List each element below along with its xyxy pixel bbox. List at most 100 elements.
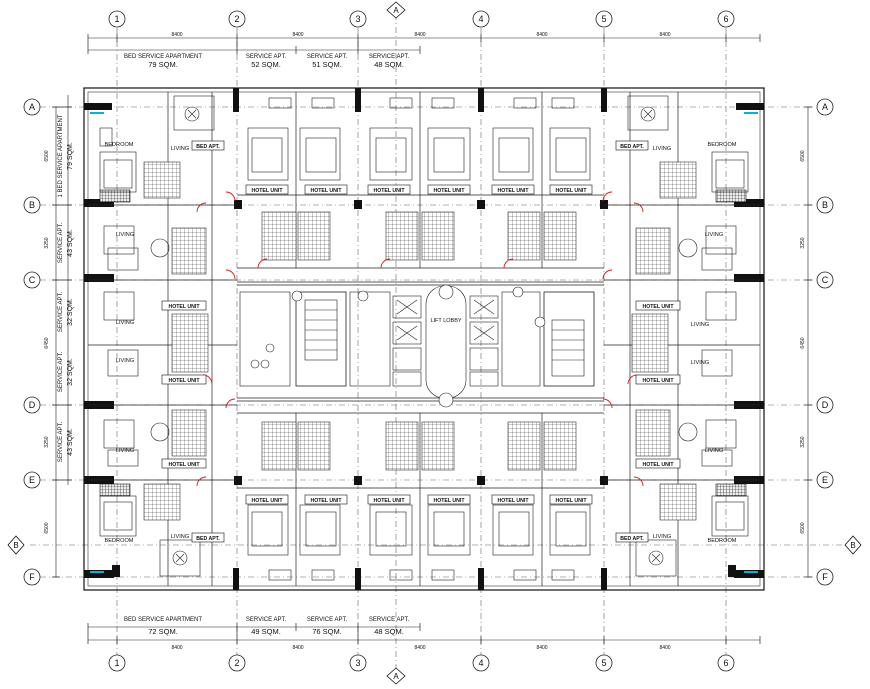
header-bottom-3-name: SERVICE APT. [307,617,348,623]
room-label-living: LIVING [171,146,189,152]
grid-row-f-left: F [29,572,35,582]
tag-hotel-unit: HOTEL UNIT [373,188,405,194]
grid-col-2-bottom: 2 [234,658,239,668]
dim-right-3: 6450 [800,337,806,348]
tag-hotel-unit: HOTEL UNIT [168,462,200,468]
header-left-1-area: 79 SQM. [67,142,74,170]
grid-col-5-bottom: 5 [601,658,606,668]
grid-col-4-top: 4 [478,14,483,24]
header-top-2-area: 52 SQM. [251,60,281,69]
dim-right-5: 6500 [800,522,806,533]
room-label-living: LIVING [171,534,189,540]
svg-text:A: A [393,672,399,681]
room-label-living: LIVING [116,358,134,364]
room-label-living: LIVING [705,448,723,454]
svg-text:B: B [13,541,18,550]
grid-col-1-bottom: 1 [114,658,119,668]
dim-left-4: 3250 [44,436,50,447]
section-marker-b-left: B [7,535,25,555]
building-core [239,284,595,408]
room-label-living: LIVING [653,534,671,540]
grid-col-3-top: 3 [355,14,360,24]
tag-bed-apt: BED APT. [620,144,644,150]
section-marker-a-top: A [386,1,406,19]
furniture [99,95,749,581]
dim-left-3: 6450 [44,337,50,348]
room-label-living: LIVING [116,320,134,326]
tag-hotel-unit: HOTEL UNIT [555,498,587,504]
tag-hotel-unit: HOTEL UNIT [310,188,342,194]
room-labels: BEDROOM BEDROOM BEDROOM BEDROOM LIVING L… [105,142,737,544]
dim-top-4: 8400 [536,32,547,38]
tag-hotel-unit: HOTEL UNIT [251,188,283,194]
header-bottom-4-name: SERVICE APT. [369,617,410,623]
grid-row-a-left: A [29,102,35,112]
grid-row-b-right: B [822,200,828,210]
svg-text:A: A [393,6,399,15]
grid-row-f-right: F [822,572,828,582]
header-bottom-3-area: 76 SQM. [312,627,342,636]
dim-right-1: 6500 [800,150,806,161]
room-label-bedroom: BEDROOM [708,538,737,544]
header-left-5-name: SERVICE APT. [58,422,64,463]
grid-row-d-left: D [29,400,36,410]
dim-bottom-5: 8400 [659,645,670,651]
dim-top-3: 8400 [414,32,425,38]
grid-col-3-bottom: 3 [355,658,360,668]
room-label-living: LIVING [653,146,671,152]
room-label-bedroom: BEDROOM [105,538,134,544]
lift-lobby-label: LIFT LOBBY [430,318,461,324]
room-label-living: LIVING [691,360,709,366]
section-marker-a-bottom: A [386,667,406,685]
header-left-3-name: SERVICE APT. [58,292,64,333]
tag-hotel-unit: HOTEL UNIT [168,378,200,384]
grid-col-6-bottom: 6 [723,658,728,668]
header-top-1-name: BED SERVICE APARTMENT [124,54,202,60]
header-left-3-area: 32 SQM. [67,298,74,326]
dim-right-2: 3250 [800,237,806,248]
grid-row-c-left: C [29,275,36,285]
header-left-2-name: SERVICE APT. [58,223,64,264]
grid-col-2-top: 2 [234,14,239,24]
tag-hotel-unit: HOTEL UNIT [497,188,529,194]
apartment-headers: BED SERVICE APARTMENT 79 SQM. SERVICE AP… [58,54,409,636]
header-left-4-area: 32 SQM. [67,358,74,386]
dim-left-1: 6500 [44,150,50,161]
grid-row-e-right: E [822,475,828,485]
tag-hotel-unit: HOTEL UNIT [642,304,674,310]
dim-bottom-3: 8400 [414,645,425,651]
grid-row-a-right: A [822,102,828,112]
grid-row-d-right: D [822,400,829,410]
dim-top-1: 8400 [171,32,182,38]
header-bottom-2-name: SERVICE APT. [246,617,287,623]
header-left-1-name: 1 BED SERVICE APARTMENT [58,114,64,197]
tag-hotel-unit: HOTEL UNIT [168,304,200,310]
dim-bottom-2: 8400 [292,645,303,651]
grid-col-4-bottom: 4 [478,658,483,668]
room-label-living: LIVING [705,232,723,238]
section-marker-b-right: B [844,535,862,555]
grid-row-b-left: B [29,200,35,210]
header-top-3-name: SERVICE APT. [307,54,348,60]
header-left-2-area: 43 SQM. [67,229,74,257]
tag-hotel-unit: HOTEL UNIT [555,188,587,194]
header-top-2-name: SERVICE APT. [246,54,287,60]
dimension-lines: 8400 8400 8400 8400 8400 8400 8400 8400 … [44,32,812,651]
tag-hotel-unit: HOTEL UNIT [373,498,405,504]
tag-hotel-unit: HOTEL UNIT [433,498,465,504]
tag-hotel-unit: HOTEL UNIT [642,462,674,468]
grid-col-1-top: 1 [114,14,119,24]
tag-hotel-unit: HOTEL UNIT [497,498,529,504]
room-label-living: LIVING [116,232,134,238]
header-top-3-area: 51 SQM. [312,60,342,69]
room-label-living: LIVING [691,322,709,328]
room-label-bedroom: BEDROOM [105,142,134,148]
grid-row-c-right: C [822,275,829,285]
tag-hotel-unit: HOTEL UNIT [251,498,283,504]
svg-text:B: B [850,541,855,550]
grid-col-6-top: 6 [723,14,728,24]
door-swings [196,191,644,487]
dim-left-5: 6500 [44,522,50,533]
header-bottom-1-name: BED SERVICE APARTMENT [124,617,202,623]
